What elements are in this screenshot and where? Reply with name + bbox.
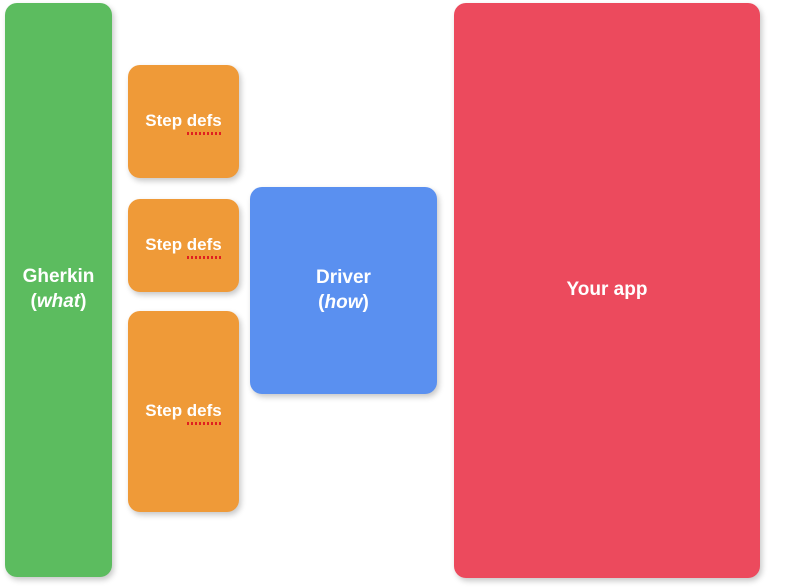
block-driver-label-line2: (how) bbox=[318, 291, 369, 316]
block-driver-label-emphasis: how bbox=[324, 291, 363, 313]
step-word: Step bbox=[145, 235, 187, 255]
block-step-defs-2-label: Step defs bbox=[145, 234, 222, 259]
block-gherkin[interactable]: Gherkin (what) bbox=[5, 3, 112, 577]
block-driver-label-line1: Driver bbox=[316, 266, 371, 288]
block-step-defs-1-label: Step defs bbox=[145, 110, 222, 135]
paren-close: ) bbox=[362, 291, 369, 313]
block-step-defs-3-label: Step defs bbox=[145, 400, 222, 425]
step-word: Step bbox=[145, 111, 187, 131]
block-your-app[interactable]: Your app bbox=[454, 3, 760, 578]
block-step-defs-3[interactable]: Step defs bbox=[128, 311, 239, 512]
defs-word-misspelled: defs bbox=[186, 234, 222, 259]
block-gherkin-label-line2: (what) bbox=[31, 290, 87, 315]
block-step-defs-2[interactable]: Step defs bbox=[128, 199, 239, 292]
defs-word-misspelled: defs bbox=[186, 110, 222, 135]
block-gherkin-label-emphasis: what bbox=[36, 291, 81, 312]
defs-word-misspelled: defs bbox=[186, 400, 222, 425]
paren-close: ) bbox=[80, 291, 87, 312]
block-step-defs-1[interactable]: Step defs bbox=[128, 65, 239, 178]
paren-open: ( bbox=[318, 291, 325, 313]
step-word: Step bbox=[145, 401, 187, 421]
paren-open: ( bbox=[30, 291, 37, 312]
block-driver[interactable]: Driver (how) bbox=[250, 187, 437, 394]
block-your-app-label: Your app bbox=[566, 279, 648, 301]
block-gherkin-label-line1: Gherkin bbox=[22, 266, 95, 288]
